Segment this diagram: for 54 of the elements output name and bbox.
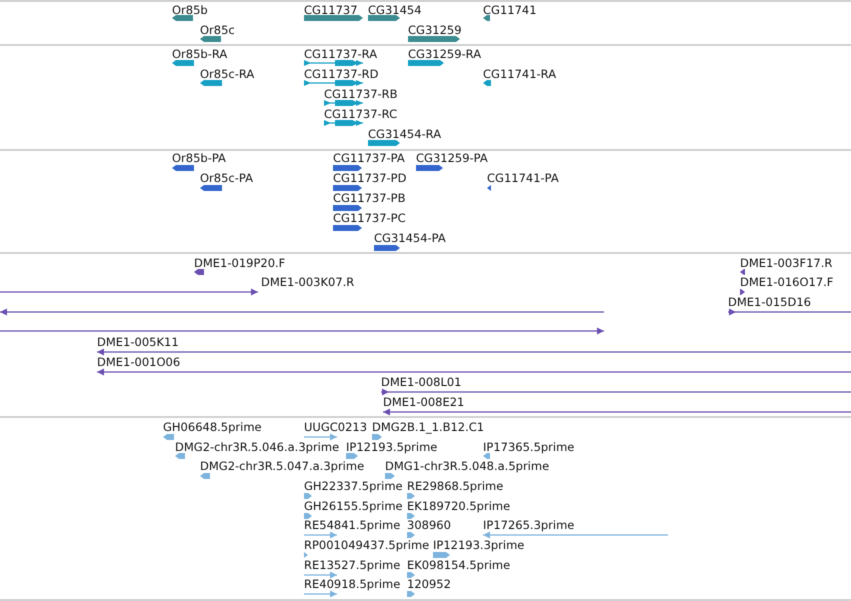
feature-label: RE54841.5prime	[304, 518, 400, 532]
feature-label: CG11737-PD	[333, 171, 406, 185]
feature-label: CG31454-PA	[374, 231, 446, 245]
feature-label: Or85c-RA	[200, 67, 254, 81]
feature-label: DMG1-chr3R.5.048.a.5prime	[385, 459, 550, 473]
feature-label: DME1-008L01	[381, 375, 462, 389]
feature-label: GH26155.5prime	[304, 499, 403, 513]
feature-label: DME1-005K11	[97, 335, 179, 349]
feature-label: DMG2-chr3R.5.047.a.3prime	[200, 459, 364, 473]
feature-label: DME1-008E21	[383, 395, 464, 409]
feature-label: 120952	[407, 577, 451, 591]
feature-label: CG11737-RA	[304, 47, 378, 61]
feature-label: GH06648.5prime	[163, 420, 262, 434]
feature-label: CG11737-PB	[333, 191, 406, 205]
feature-label: Or85b-RA	[172, 47, 228, 61]
feature-label: DMG2B.1_1.B12.C1	[372, 420, 484, 434]
feature-label: CG11737-RD	[304, 67, 379, 81]
feature-label: CG11737	[304, 3, 358, 17]
feature-label: DME1-003F17.R	[740, 256, 832, 270]
feature-label: Or85b	[172, 3, 208, 17]
feature-label: CG31454-RA	[368, 127, 442, 141]
feature-label: CG11741	[483, 3, 537, 17]
feature-label: EK098154.5prime	[407, 558, 510, 572]
feature-label: CG11737-PA	[333, 151, 405, 165]
feature-label: DMG2-chr3R.5.046.a.3prime	[175, 440, 340, 454]
feature-label: IP17365.5prime	[483, 440, 574, 454]
feature-label: DME1-003K07.R	[261, 275, 354, 289]
feature-label: EK189720.5prime	[407, 499, 510, 513]
feature-label: CG31259-RA	[408, 47, 482, 61]
feature-label: CG11741-RA	[483, 67, 556, 81]
feature-label: 308960	[407, 518, 451, 532]
feature-label: DME1-019P20.F	[194, 256, 286, 270]
feature-label: RE29868.5prime	[407, 479, 504, 493]
feature-label: CG31454	[368, 3, 422, 17]
feature-label: CG31259-PA	[416, 151, 488, 165]
feature-label: RP001049437.5prime	[304, 538, 430, 552]
feature-label: CG11741-PA	[487, 171, 559, 185]
feature-label: CG31259	[408, 23, 462, 37]
feature-label: GH22337.5prime	[304, 479, 403, 493]
feature-label: Or85c-PA	[200, 171, 253, 185]
feature-label: IP12193.5prime	[346, 440, 438, 454]
feature-label: Or85c	[200, 23, 235, 37]
feature-label: RE40918.5prime	[304, 577, 400, 591]
feature-label: CG11737-RB	[324, 87, 398, 101]
feature-label: DME1-001O06	[97, 355, 180, 369]
feature-label: IP17265.3prime	[483, 518, 574, 532]
feature-label: Or85b-PA	[172, 151, 226, 165]
feature-label: DME1-016O17.F	[740, 275, 834, 289]
feature-label: RE13527.5prime	[304, 558, 400, 572]
feature-label: DME1-015D16	[728, 295, 811, 309]
feature-label: CG11737-PC	[333, 211, 406, 225]
feature-label: UUGC0213	[304, 420, 368, 434]
feature-label: IP12193.3prime	[433, 538, 524, 552]
feature-label: CG11737-RC	[324, 107, 398, 121]
